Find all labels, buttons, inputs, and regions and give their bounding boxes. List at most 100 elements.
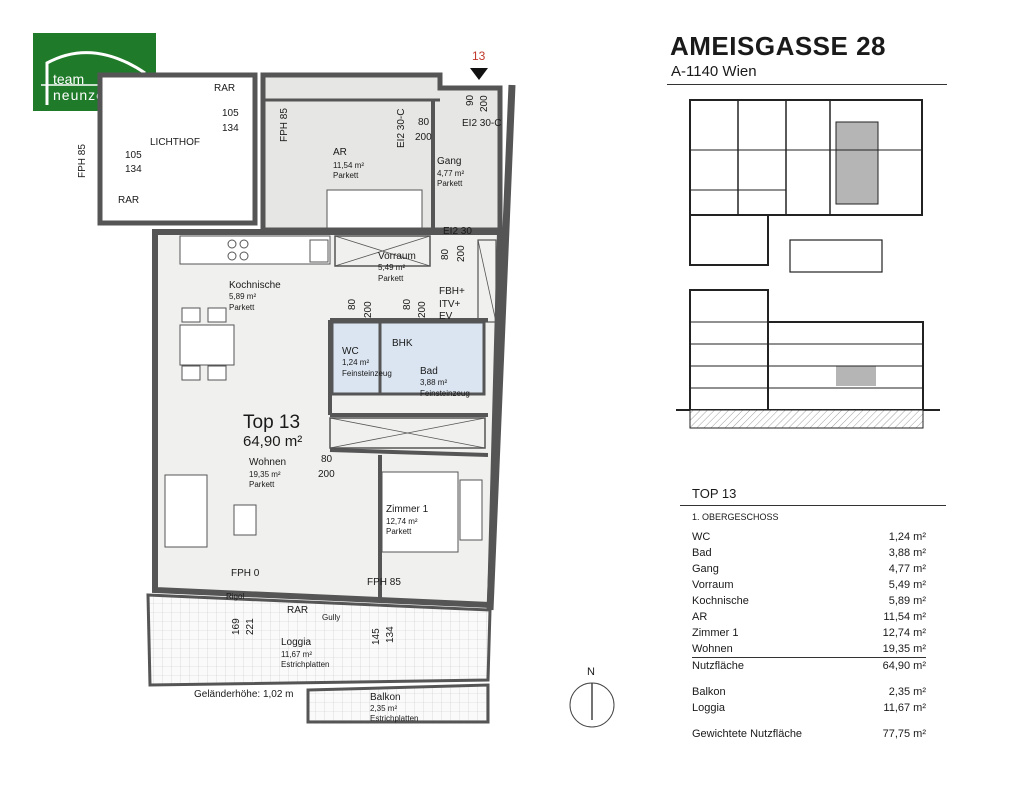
room-name: AR [333,147,347,158]
railing-height: Geländerhöhe: 1,02 m [194,689,294,700]
row-label: Gewichtete Nutzfläche [692,728,803,740]
table-row: Gang 4,77 m² [692,561,926,577]
room-area: 4,77 m² [437,169,465,178]
north-label: N [587,666,595,678]
room-floor: Feinsteinzeug [420,389,470,398]
row-value: 2,35 m² [888,686,926,698]
table-row: Bad 3,88 m² [692,545,926,561]
row-label: Kochnische [692,595,749,607]
row-value: 11,54 m² [883,611,926,623]
room-name: Bad [420,366,438,377]
lichthof-area [97,72,258,226]
door-height: 200 [318,469,335,480]
fph-label: FPH 85 [367,577,401,588]
room-area: 5,49 m² [378,263,406,272]
rar-label: RAR [287,605,309,616]
room-floor: Parkett [386,527,412,536]
room-floor: Parkett [437,179,463,188]
weighted-row: Gewichtete Nutzfläche 77,75 m² [692,726,926,742]
rar-label: RAR [118,195,140,206]
header-divider [667,84,947,85]
row-value: 12,74 m² [882,627,926,639]
balkon-area [306,683,490,724]
door-width: 80 [418,117,430,128]
window-height: 134 [125,164,142,175]
dimension-label: 169 [231,618,242,635]
room-name: Balkon [370,692,401,703]
room-area: 2,35 m² [370,704,398,713]
door-height: 200 [479,95,490,112]
row-value: 77,75 m² [882,728,926,740]
door-width: 80 [440,248,451,260]
room-area: 5,89 m² [229,292,257,301]
fbh-label: FBH+ [439,286,465,297]
table-title: TOP 13 [692,486,737,501]
unit-marker-label: 13 [472,49,486,63]
room-floor: Estrichplatten [281,660,330,669]
room-floor: Parkett [249,480,275,489]
unit-title: Top 13 [243,412,301,433]
door-width: 80 [402,298,413,310]
door-height: 200 [417,301,428,318]
door-width: 90 [465,94,476,106]
row-value: 4,77 m² [888,563,926,575]
door-height: 200 [415,132,432,143]
window-width: 105 [125,150,142,161]
page-subtitle: A-1140 Wien [671,63,757,80]
room-floor: Estrichplatten [370,714,419,723]
fph-label: FPH 85 [279,108,290,142]
room-floor: Parkett [229,303,255,312]
ev-label: EV [439,311,453,322]
rar-label: RAR [214,83,236,94]
fire-rating-label: EI2 30 [443,226,472,237]
row-label: Nutzfläche [692,657,860,674]
row-label: Vorraum [692,579,734,591]
rigol-label: Rigol [226,592,245,601]
window-width: 105 [222,108,239,119]
dimension-label: 221 [245,618,256,635]
dimension-label: 134 [385,626,396,643]
row-label: AR [692,611,708,623]
room-name: Vorraum [378,251,416,262]
row-value: 5,49 m² [888,579,926,591]
lichthof-label: LICHTHOF [150,137,200,148]
room-area: 11,67 m² [281,650,312,659]
room-area: 12,74 m² [386,517,418,526]
room-area: 3,88 m² [420,378,448,387]
itv-label: ITV+ [439,299,461,310]
page-title: AMEISGASSE 28 [670,31,887,61]
row-label: Bad [692,547,712,559]
room-name: Kochnische [229,280,281,291]
room-name: Loggia [281,637,312,648]
table-row: AR 11,54 m² [692,609,926,625]
room-name: WC [342,346,359,357]
room-area: 19,35 m² [249,470,281,479]
table-row: Vorraum 5,49 m² [692,577,926,593]
row-value: 3,88 m² [888,547,926,559]
unit-marker-arrow [470,68,488,80]
team-neunzehn-logo: team neunzehn [33,33,156,111]
fire-rating-label: EI2 30-C [396,108,407,148]
table-floor: 1. OBERGESCHOSS [692,512,779,522]
section-elevation [676,289,940,429]
room-area: 1,24 m² [342,358,370,367]
logo-line1: team [53,71,85,87]
loggia-area [146,593,492,687]
fire-rating-label: EI2 30-C [462,118,502,129]
room-name: Wohnen [249,457,287,468]
dimension-label: 145 [371,628,382,645]
row-label: Gang [692,563,719,575]
room-area: 11,54 m² [333,161,364,170]
room-name: Gang [437,156,462,167]
window-height: 134 [222,123,239,134]
door-height: 200 [456,245,467,262]
row-label: Loggia [692,702,726,714]
